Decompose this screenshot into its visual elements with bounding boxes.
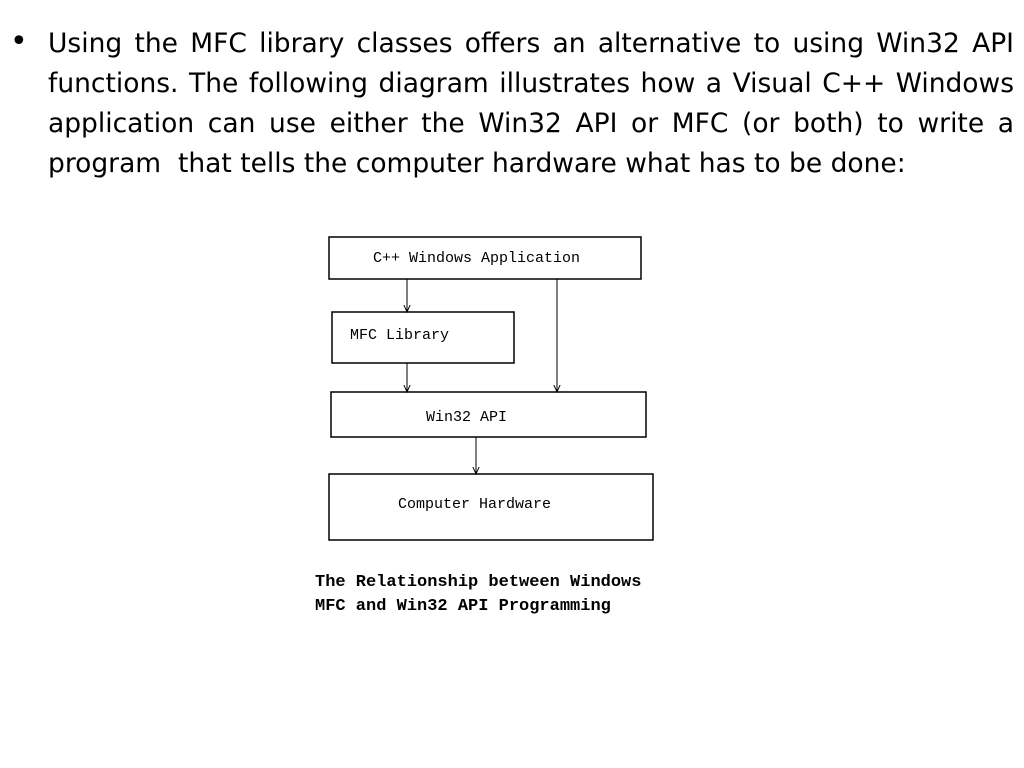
node-win32-label: Win32 API (426, 409, 507, 426)
node-hardware-box (328, 473, 654, 541)
node-app-label: C++ Windows Application (373, 250, 580, 267)
node-mfc-label: MFC Library (350, 327, 449, 344)
node-hardware-label: Computer Hardware (398, 496, 551, 513)
node-hardware: Computer Hardware (328, 473, 654, 541)
node-app-box (328, 236, 642, 280)
node-app: C++ Windows Application (328, 236, 642, 280)
node-mfc: MFC Library (331, 311, 515, 364)
node-win32-box (330, 391, 647, 438)
diagram-caption-line-1: The Relationship between Windows (315, 573, 641, 592)
node-win32: Win32 API (330, 391, 647, 438)
node-mfc-box (331, 311, 515, 364)
bullet-paragraph: Using the MFC library classes offers an … (48, 28, 1014, 179)
bullet-point: • (10, 24, 28, 59)
diagram-caption-line-2: MFC and Win32 API Programming (315, 597, 611, 616)
